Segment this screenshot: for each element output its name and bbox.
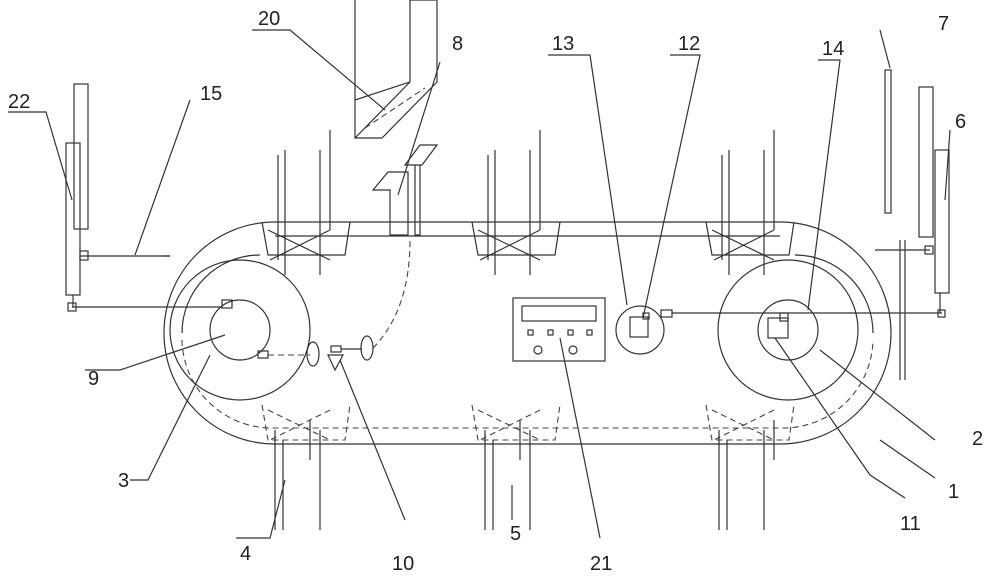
control-key — [547, 329, 554, 336]
cylinder-node — [67, 302, 77, 312]
cylinder-6 — [934, 149, 950, 294]
left-sensor — [221, 299, 233, 309]
controller-12-plug — [660, 309, 673, 318]
belt-outer — [163, 221, 892, 445]
right-pulley — [717, 259, 859, 401]
belt-inner-bottom — [181, 339, 874, 429]
cylinder-node — [924, 245, 934, 255]
control-box — [512, 297, 606, 362]
cylinder-7-body — [918, 86, 934, 238]
label-4: 4 — [240, 543, 251, 565]
label-8: 8 — [452, 33, 463, 55]
label-3: 3 — [118, 470, 129, 492]
sensor-bracket-8 — [371, 144, 439, 236]
bottom-brush-units — [261, 404, 795, 441]
cylinder-22 — [65, 142, 81, 296]
control-display — [521, 305, 597, 322]
top-brush-units — [261, 130, 795, 275]
controller-12-box — [629, 316, 649, 338]
controller-12 — [615, 305, 665, 355]
label-13: 13 — [552, 33, 574, 55]
label-5: 5 — [510, 523, 521, 545]
label-12: 12 — [678, 33, 700, 55]
right-shaft — [757, 299, 819, 361]
control-knob — [568, 345, 578, 355]
left-pulley — [169, 259, 311, 401]
wire — [72, 255, 942, 314]
cylinder-rod — [875, 240, 941, 380]
label-1: 1 — [948, 481, 959, 503]
leader-lines — [8, 29, 951, 539]
label-20: 20 — [258, 8, 280, 30]
left-shaft — [209, 299, 271, 361]
motor-wheel — [306, 341, 320, 367]
control-key — [527, 329, 534, 336]
motor-funnel — [327, 354, 344, 372]
label-21: 21 — [590, 553, 612, 575]
right-sensor-box — [767, 317, 789, 339]
hopper — [354, 0, 438, 139]
motor-box — [330, 345, 342, 353]
control-knob — [533, 345, 543, 355]
rod-7 — [884, 69, 892, 214]
control-key — [586, 329, 593, 336]
label-6: 6 — [955, 111, 966, 133]
motor-wheel-2 — [360, 335, 374, 361]
hopper-hatch — [364, 87, 426, 129]
right-sensor-small — [779, 312, 789, 322]
cylinder-node — [79, 250, 89, 261]
label-22: 22 — [8, 91, 30, 113]
label-15: 15 — [200, 83, 222, 105]
cylinder-22-top — [73, 83, 89, 230]
label-14: 14 — [822, 38, 844, 60]
dashed-wire — [268, 239, 411, 356]
label-7: 7 — [938, 13, 949, 35]
label-10: 10 — [392, 553, 414, 575]
cylinder-node — [937, 309, 946, 318]
control-key — [567, 329, 574, 336]
label-9: 9 — [88, 368, 99, 390]
label-11: 11 — [900, 513, 921, 535]
label-2: 2 — [972, 428, 983, 450]
bottom-brush-rods — [274, 420, 775, 530]
cylinder-rod — [72, 255, 86, 307]
